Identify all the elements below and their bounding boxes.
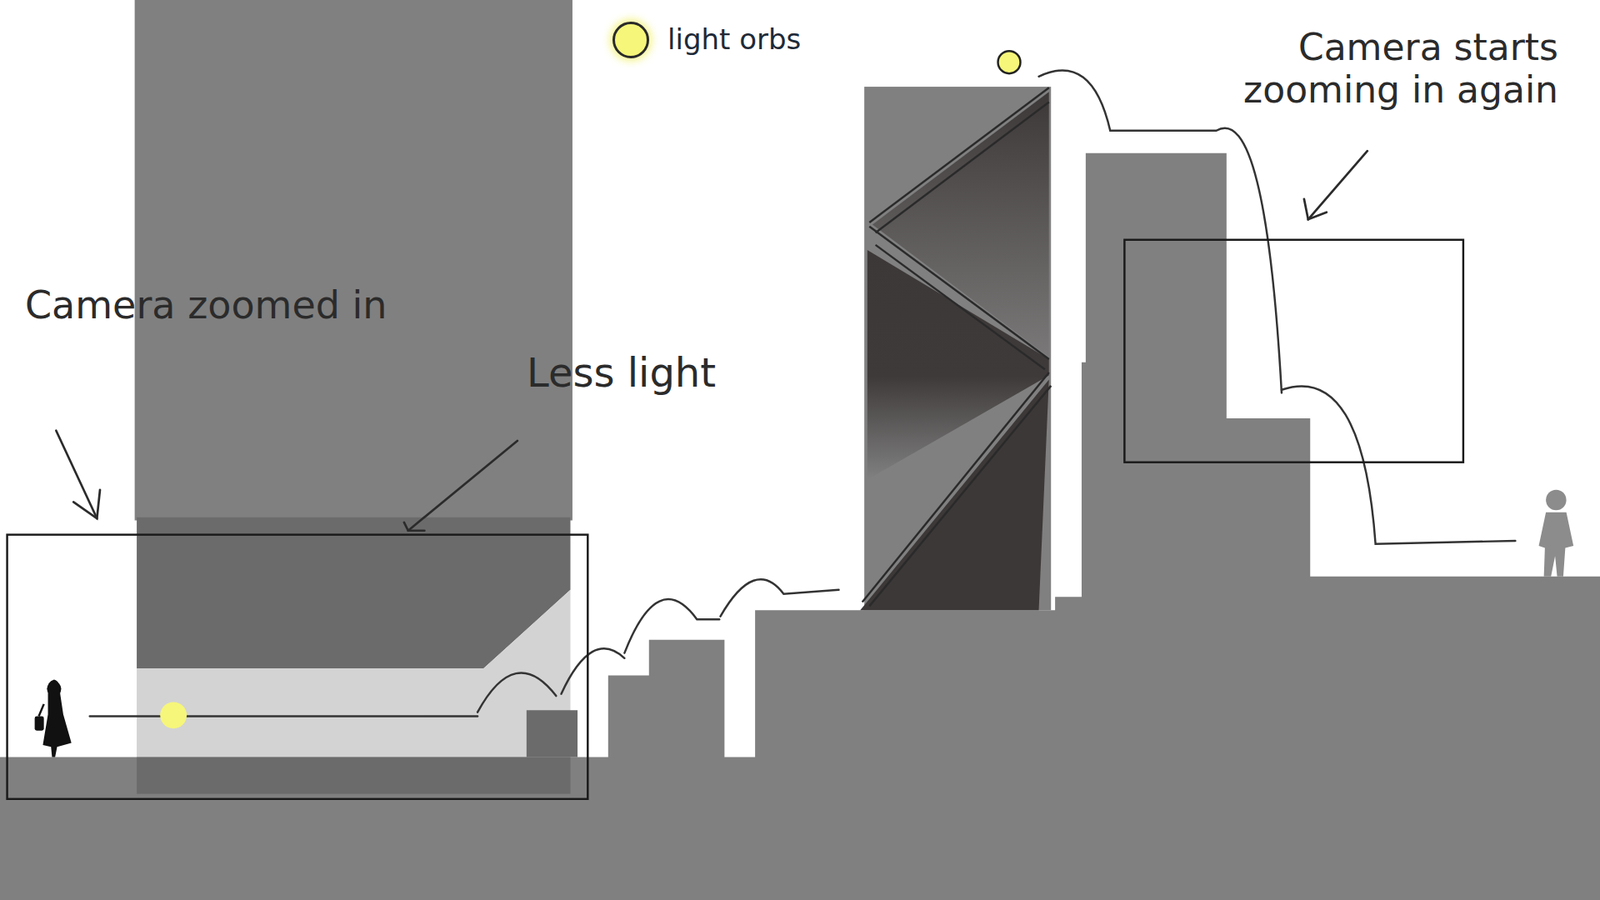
handwritten-note: Camera zoomed in xyxy=(25,283,387,328)
legend-text: light orbs xyxy=(667,23,801,56)
callout-arrows xyxy=(55,150,1367,531)
ramp-lines xyxy=(862,87,1052,606)
lit-corridor xyxy=(136,590,570,758)
handwritten-note: Camera starts zooming in again xyxy=(1191,26,1559,111)
camera-frame xyxy=(7,535,589,800)
dark-floor-strip xyxy=(136,757,570,795)
jump-paths xyxy=(90,70,1516,716)
girl-silhouette xyxy=(35,680,72,758)
camera-frame xyxy=(1124,240,1464,463)
light-orb xyxy=(998,50,1021,74)
light-orb xyxy=(160,701,187,729)
figure-silhouette xyxy=(1539,490,1575,577)
legend-swatch xyxy=(612,21,650,59)
ground xyxy=(0,153,1600,900)
small-block xyxy=(526,710,578,757)
dark-ceiling xyxy=(136,517,570,669)
handwritten-note: Less light xyxy=(526,350,716,396)
tower-dark-bottom xyxy=(860,380,1050,611)
tall-column xyxy=(135,0,573,520)
